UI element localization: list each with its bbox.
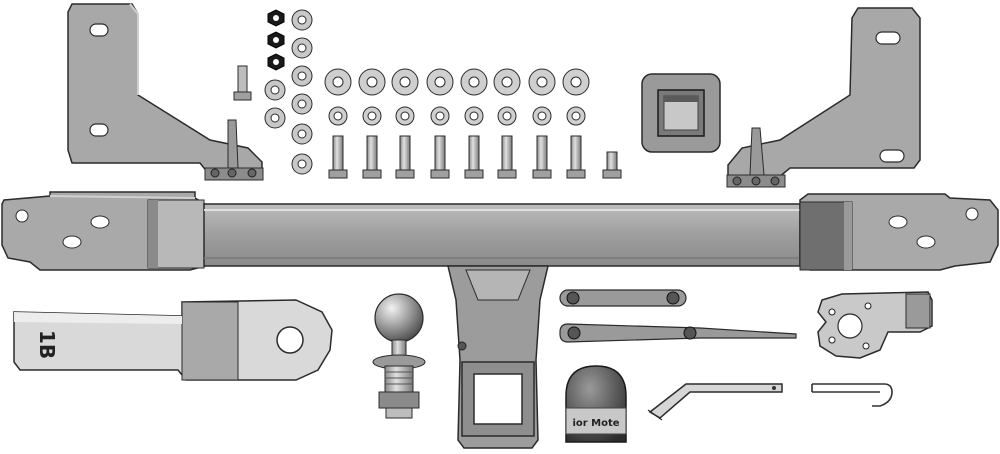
slot-hole	[89, 23, 109, 37]
bolt-icon	[606, 151, 618, 171]
receiver-collar	[641, 73, 721, 153]
tow-ball	[372, 293, 426, 419]
cover-logo-text: ior Mote	[572, 418, 619, 429]
link-plates	[559, 289, 797, 343]
nut-icon	[770, 176, 780, 186]
nut-icon	[247, 168, 257, 178]
receiver-stamp-text: 1B	[35, 330, 59, 359]
right-mounting-bracket	[726, 7, 921, 188]
bolt-hole	[62, 235, 82, 249]
nut-icon	[683, 326, 697, 340]
washer-column	[291, 9, 313, 175]
bolt-hole	[916, 235, 936, 249]
bolt-icon	[237, 65, 248, 93]
slot-hole	[879, 149, 905, 163]
slot-hole	[875, 31, 901, 45]
nut-icon	[751, 176, 761, 186]
center-drop-receiver	[447, 265, 549, 449]
nut-icon	[566, 291, 580, 305]
nut-icon	[227, 168, 237, 178]
nut-icon	[732, 176, 742, 186]
bolt-hole	[15, 209, 29, 223]
hardware-small-parts	[233, 9, 622, 179]
nut-icon	[210, 168, 220, 178]
pin-hole	[276, 326, 304, 354]
hairpin-clip	[811, 383, 893, 407]
bolt-hole	[90, 215, 110, 229]
left-mounting-bracket	[67, 3, 264, 181]
ball-cover-cap: ior Mote	[565, 365, 627, 443]
socket-bracket	[817, 291, 933, 359]
hitch-pin	[647, 383, 783, 421]
nut-icon	[666, 291, 680, 305]
main-crossbar	[1, 191, 999, 271]
bolt-hole	[888, 215, 908, 229]
hex-nut-icon	[378, 391, 420, 409]
ball-mount-shank: 1B	[13, 299, 333, 381]
nut-icon	[567, 326, 581, 340]
washer-bolt-rows	[324, 68, 622, 179]
slot-hole	[89, 123, 109, 137]
bolt-hole	[965, 207, 979, 221]
